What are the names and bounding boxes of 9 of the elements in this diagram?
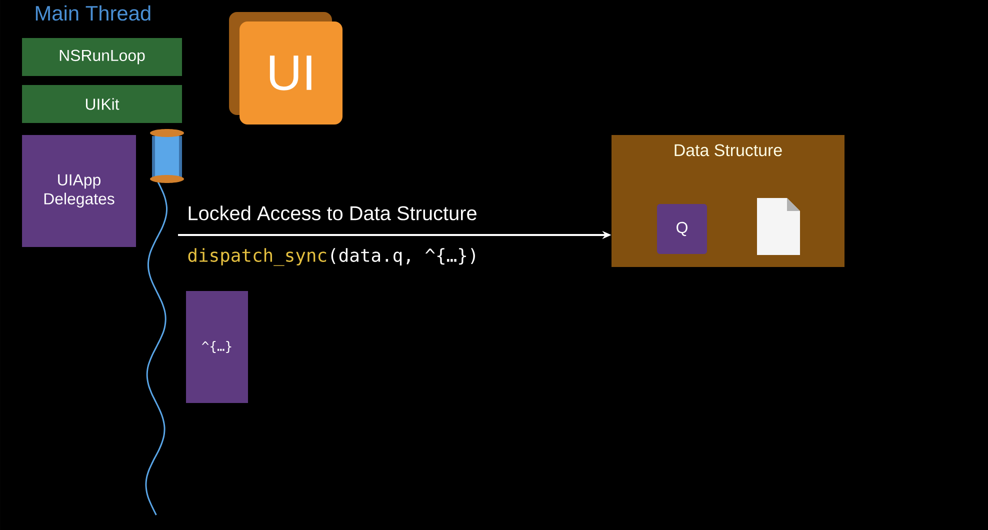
code-function-name: dispatch_sync: [188, 248, 326, 266]
heading: Main Thread: [36, 5, 150, 21]
layer-box: UIKit: [22, 85, 182, 123]
code-arguments: (data.q, ^{…}): [331, 248, 475, 266]
layer-box: NSRunLoop: [22, 38, 182, 76]
edge-label: Locked Access to Data Structure: [188, 206, 476, 220]
queue-box: Q: [657, 204, 707, 254]
delegate-box: UIApp Delegates: [22, 135, 136, 247]
block-box: ^{…}: [186, 291, 248, 403]
